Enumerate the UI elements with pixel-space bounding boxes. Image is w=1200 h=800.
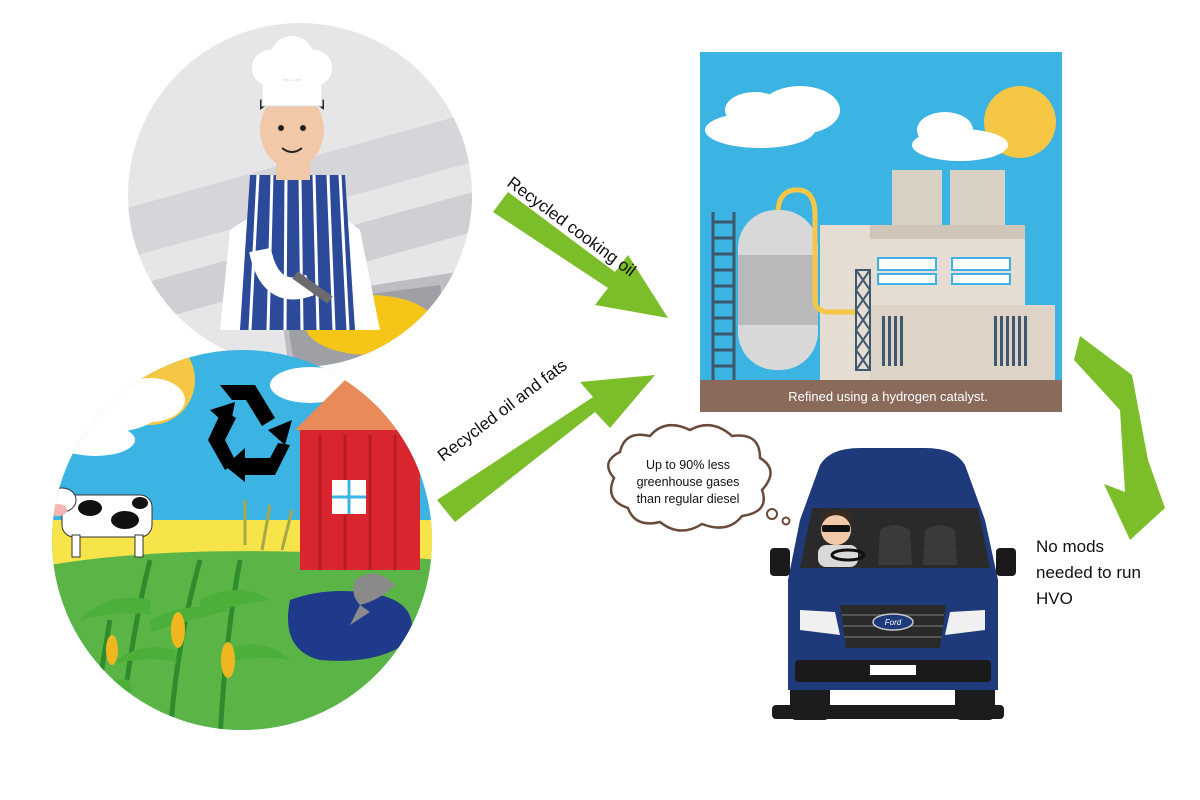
farm-illustration xyxy=(52,350,432,730)
refinery-caption: Refined using a hydrogen catalyst. xyxy=(788,389,987,404)
thought-bubble: Up to 90% less greenhouse gases than reg… xyxy=(607,423,791,532)
arrow-refinery-to-van xyxy=(1074,336,1165,540)
chef-illustration xyxy=(128,23,472,367)
no-mods-line-2: needed to run xyxy=(1036,563,1141,582)
van-badge: Ford xyxy=(885,618,902,627)
van-illustration: Ford xyxy=(770,448,1016,720)
label-recycled-oil-and-fats: Recycled oil and fats xyxy=(434,356,571,466)
arrow-farm-to-refinery xyxy=(437,375,655,522)
refinery-illustration: Refined using a hydrogen catalyst. xyxy=(700,52,1062,412)
no-mods-line-3: HVO xyxy=(1036,589,1073,608)
no-mods-line-1: No mods xyxy=(1036,537,1104,556)
thought-line-2: greenhouse gases xyxy=(637,475,740,489)
recycle-icon xyxy=(208,385,292,482)
thought-line-1: Up to 90% less xyxy=(646,458,730,472)
arrow-chef-to-refinery xyxy=(493,192,668,318)
thought-line-3: than regular diesel xyxy=(637,492,740,506)
no-mods-label: No mods needed to run HVO xyxy=(1036,537,1141,608)
